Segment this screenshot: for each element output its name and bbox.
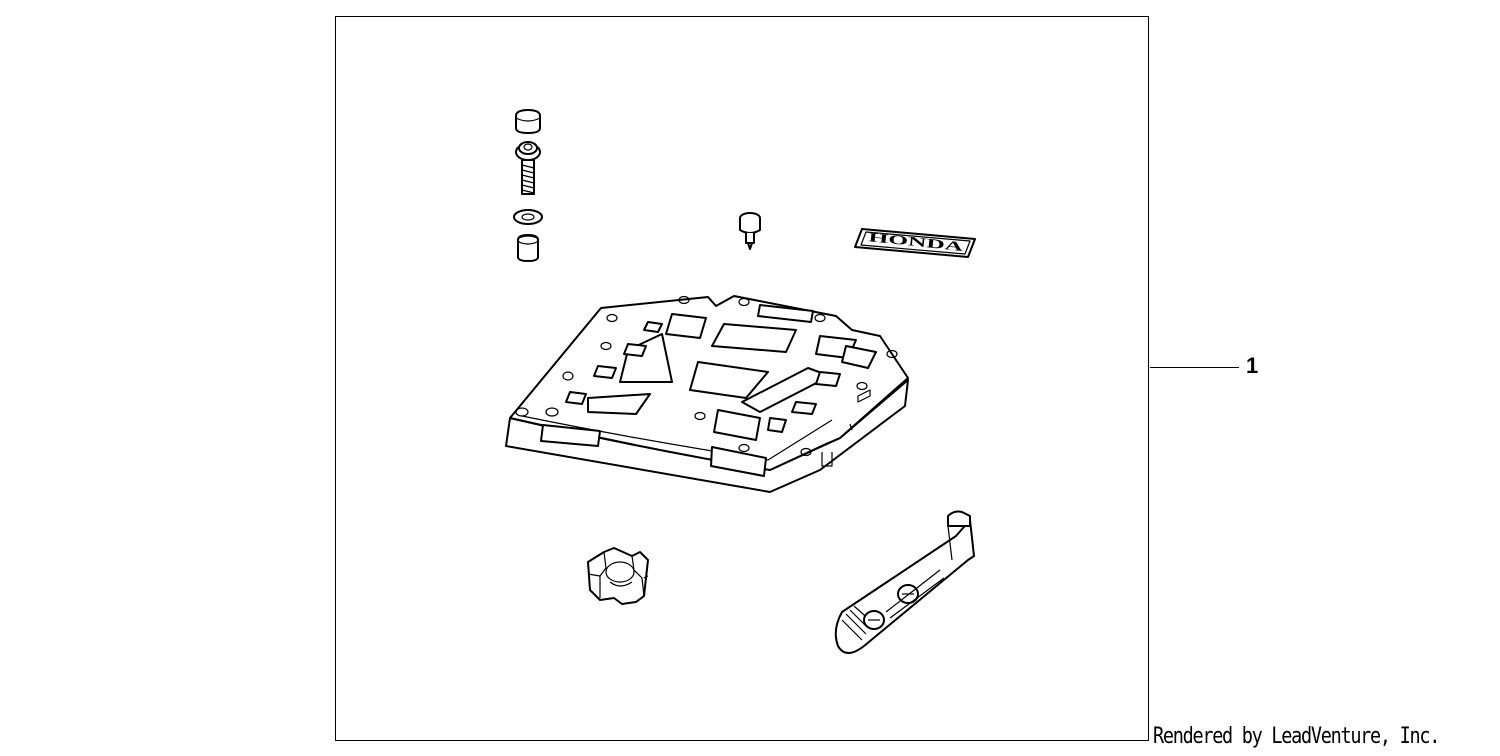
diagram-frame bbox=[335, 16, 1149, 741]
latch-lever-part bbox=[834, 510, 975, 654]
render-credit: Rendered by LeadVenture, Inc. bbox=[1153, 724, 1440, 749]
base-plate-part bbox=[505, 295, 909, 493]
honda-emblem-part: HONDA bbox=[854, 228, 976, 258]
clamp-part bbox=[587, 547, 649, 605]
collar-part bbox=[517, 234, 539, 262]
callout-leader-line bbox=[1150, 367, 1239, 368]
bolt-part bbox=[515, 141, 541, 195]
knob-part bbox=[739, 212, 761, 250]
spring-washer-part bbox=[513, 209, 543, 225]
cap-nut-part bbox=[515, 109, 541, 134]
callout-number: 1 bbox=[1246, 353, 1259, 378]
